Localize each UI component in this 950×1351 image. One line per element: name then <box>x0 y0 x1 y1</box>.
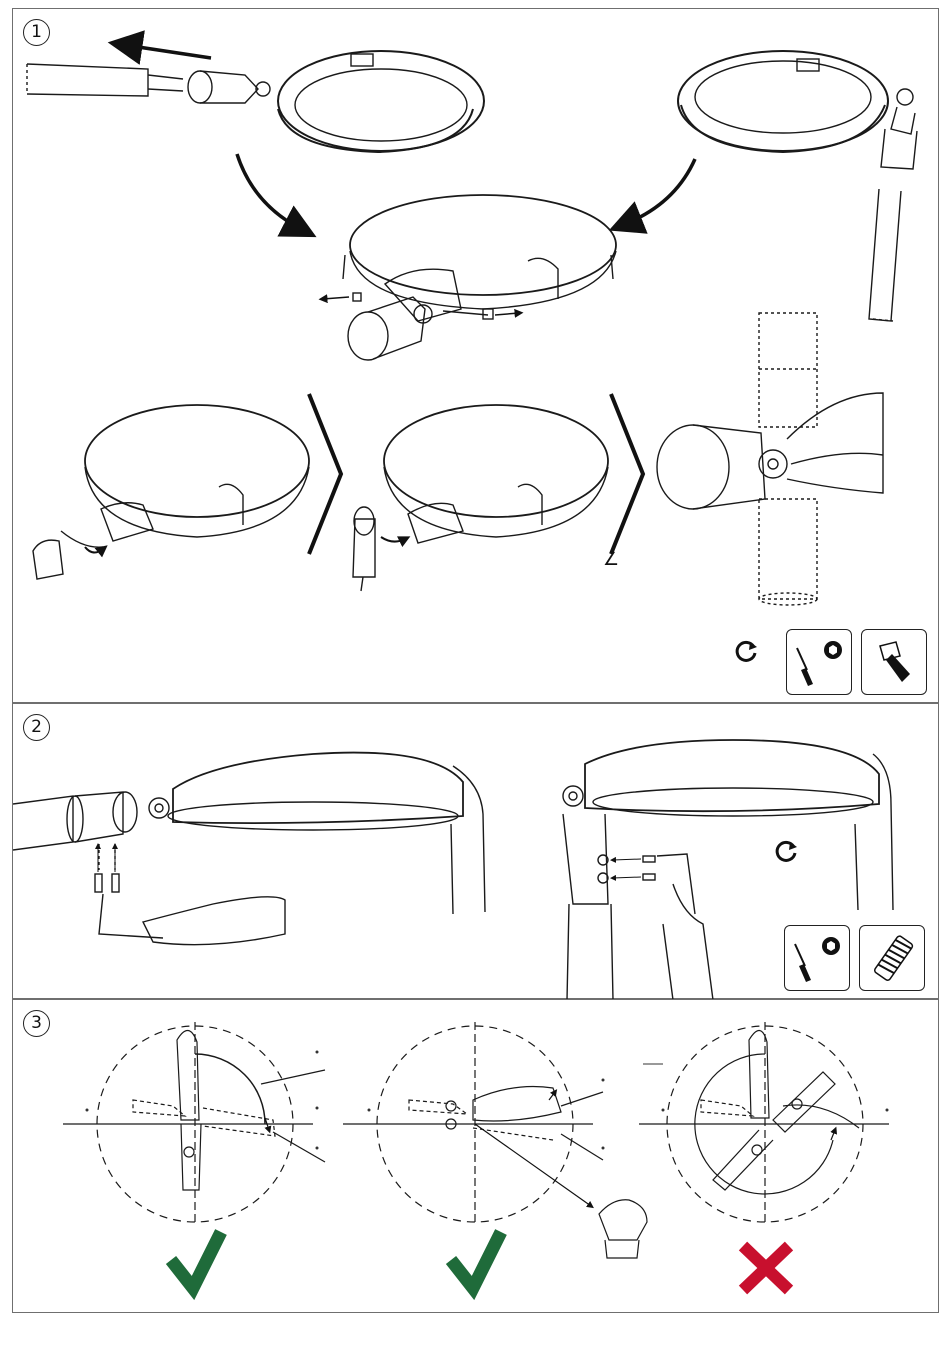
screwdriver-hex-icon <box>785 926 851 992</box>
mounting-options <box>657 313 883 605</box>
step-1-panel: 1 <box>12 8 939 703</box>
side-entry-fixing <box>13 753 485 945</box>
incorrect-cross <box>743 1246 789 1290</box>
luminaire-connection-step-a <box>33 405 309 579</box>
tool-screwdriver-hex <box>786 629 852 695</box>
luminaire-connection-step-b <box>353 405 608 591</box>
post-top-luminaire <box>678 51 917 321</box>
tilt-diagram-3 <box>639 1022 889 1224</box>
next-chevron-2 <box>611 394 643 554</box>
next-chevron-1 <box>309 394 341 554</box>
screwdriver-hex-icon <box>787 630 853 696</box>
correct-check-2 <box>451 1232 501 1288</box>
hex-key-bit-icon <box>862 630 928 696</box>
curved-arrow-right <box>625 159 695 224</box>
correct-check-1 <box>171 1232 221 1288</box>
slide-direction-arrow <box>125 45 211 58</box>
tilt-diagram-1 <box>63 1022 325 1224</box>
threaded-grub-screw-icon <box>860 926 926 992</box>
tool-grub-screw <box>859 925 925 991</box>
exploded-luminaire <box>343 195 616 360</box>
curved-arrow-left <box>237 154 301 229</box>
rotate-icon <box>735 639 759 663</box>
step-3-panel: 3 <box>12 999 939 1313</box>
rotate-icon <box>775 839 799 863</box>
step-1-illustration: ∠ <box>13 9 940 704</box>
tilt-diagram-2 <box>343 1022 647 1258</box>
tool-hex-key-bit <box>861 629 927 695</box>
angle-marker: ∠ <box>603 549 619 570</box>
tool-screwdriver-hex-2 <box>784 925 850 991</box>
step-3-illustration <box>13 1000 940 1314</box>
step-2-panel: 2 <box>12 703 939 999</box>
pole-side-entry-luminaire <box>27 51 484 152</box>
